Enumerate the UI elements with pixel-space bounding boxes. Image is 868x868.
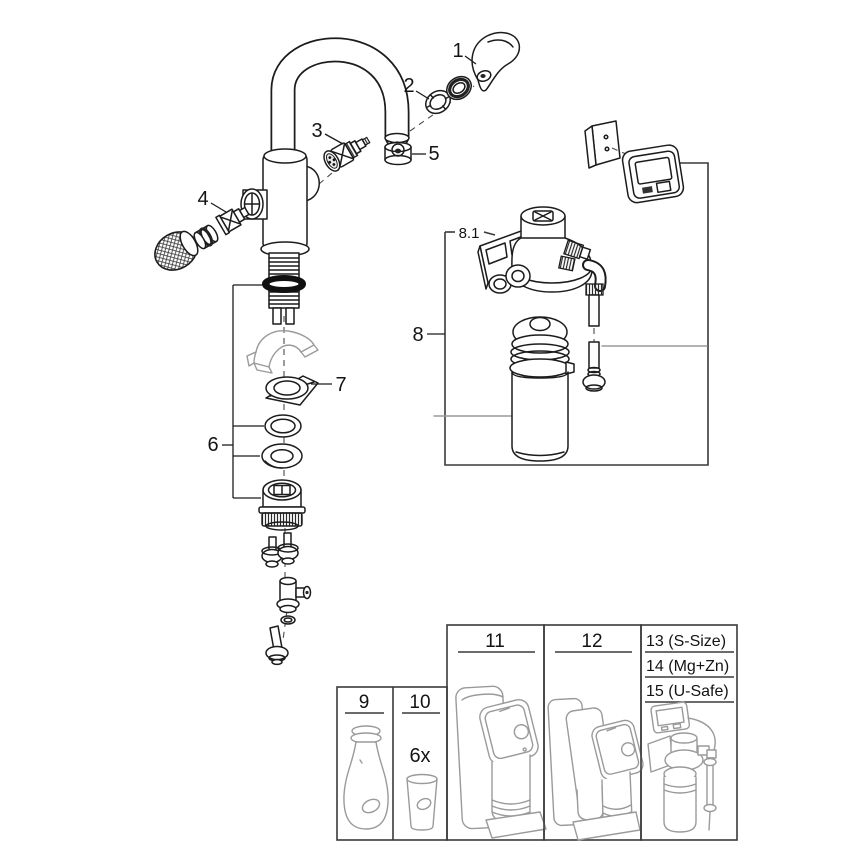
elbow-inner	[584, 261, 605, 290]
glass	[406, 773, 438, 831]
elbow-nut	[585, 283, 604, 296]
kit-box-12: 12	[543, 624, 644, 841]
callout-8-1: 8.1	[459, 225, 480, 242]
display-button-right	[655, 180, 672, 194]
display-unit	[621, 144, 685, 204]
body-column	[262, 151, 308, 252]
retainer-clip	[246, 330, 319, 374]
filter-kit-mini	[647, 701, 717, 833]
label-10: 10	[409, 692, 430, 713]
callout-3-line	[324, 133, 344, 145]
assembly-axis-part3	[318, 172, 333, 185]
cartridge-clamp-ring	[509, 358, 575, 378]
box8-outline	[427, 162, 709, 466]
t-connector-washer	[280, 615, 296, 625]
mounting-nut	[258, 479, 306, 531]
filter-hose	[582, 294, 606, 392]
supply-hose	[265, 625, 289, 666]
body-top-collar	[263, 148, 307, 164]
label-15: 15 (U-Safe)	[646, 683, 729, 700]
filter-head-knob	[505, 264, 531, 288]
display-bracket	[584, 120, 621, 169]
carafe	[343, 725, 389, 830]
shank-o-ring	[262, 275, 306, 293]
seal-ring-upper-inner	[270, 418, 296, 434]
part2-seal-rings	[425, 75, 472, 115]
callout-8: 8	[412, 324, 423, 346]
display-button-left	[642, 186, 653, 194]
soda-machine-single	[455, 685, 547, 839]
filter-cartridge	[509, 316, 575, 462]
part5-aerator	[384, 141, 412, 166]
mini-cord	[687, 717, 716, 751]
filter-head	[505, 206, 607, 296]
kit-box-11: 11	[446, 624, 547, 841]
kit-box-9-10: 9 10 6x	[336, 686, 448, 841]
callout-1-line	[464, 55, 477, 65]
soda-machine-double	[547, 697, 644, 841]
knurled-cap	[154, 230, 199, 271]
label-6x: 6x	[409, 745, 430, 767]
part6-bracket	[222, 284, 264, 499]
label-12: 12	[581, 631, 602, 652]
shank-tail-right	[285, 307, 295, 325]
callout-3: 3	[311, 120, 322, 142]
part1-handle	[471, 31, 521, 92]
kit-box-13-15: 13 (S-Size) 14 (Mg+Zn) 15 (U-Safe)	[640, 624, 738, 841]
assembly-axis-hoses-bottom	[282, 609, 288, 641]
callout-2: 2	[403, 75, 414, 97]
spout	[270, 37, 410, 176]
callout-4: 4	[197, 188, 208, 210]
label-11: 11	[485, 631, 505, 652]
label-14: 14 (Mg+Zn)	[646, 658, 729, 675]
callout-7: 7	[335, 374, 346, 396]
washer	[261, 443, 303, 469]
seal-ring-upper	[264, 414, 302, 438]
mounting-shank	[262, 252, 306, 325]
mini-display	[650, 701, 691, 734]
faucet-body	[240, 148, 320, 257]
callout-1: 1	[452, 40, 463, 62]
shank-tail-left	[272, 307, 282, 325]
mini-cartridge	[663, 766, 697, 833]
part3-valve	[323, 136, 371, 172]
filter-head-fitting-lower	[557, 255, 576, 272]
filter-head-fitting-right	[563, 239, 592, 260]
assembly-axis-spout-handle	[409, 85, 475, 132]
display-assembly-axis	[611, 147, 627, 155]
t-connector	[276, 576, 312, 625]
label-13: 13 (S-Size)	[646, 633, 726, 650]
callout-5: 5	[428, 143, 439, 165]
hose-connectors	[261, 532, 299, 568]
mini-hose	[703, 757, 717, 831]
part7-wedge	[265, 375, 319, 406]
callout-4-line	[210, 202, 227, 213]
part4-valve-assembly	[154, 206, 250, 271]
label-9: 9	[359, 692, 370, 713]
callout-6: 6	[207, 434, 218, 456]
callout-2-line	[415, 90, 430, 100]
